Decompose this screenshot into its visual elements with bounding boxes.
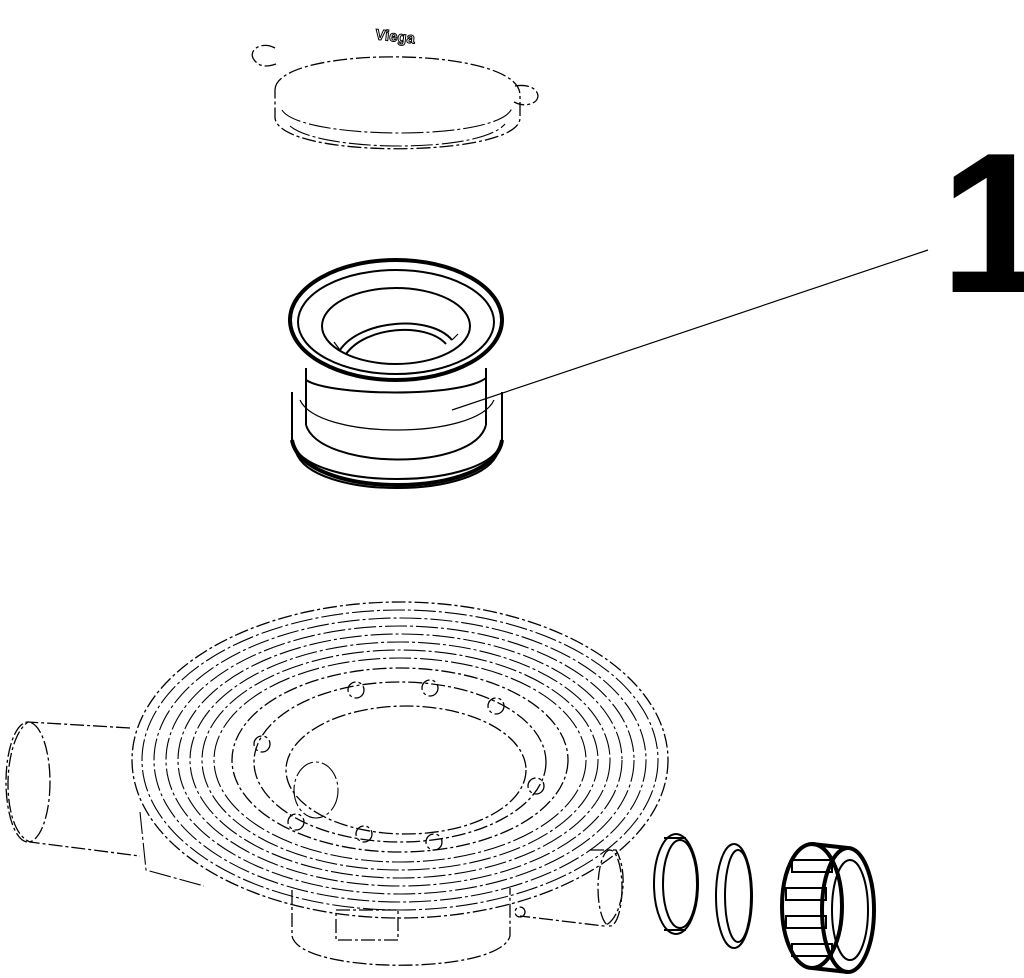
leader-line xyxy=(451,249,929,411)
drain-body xyxy=(5,601,669,966)
part-1-insert xyxy=(288,258,504,489)
union-nut xyxy=(780,842,876,974)
callout-label-1: 1 xyxy=(940,112,1024,335)
seal-ring-2 xyxy=(715,843,753,949)
seal-ring-1 xyxy=(653,833,699,935)
drain-cap: Viega xyxy=(251,26,539,150)
brand-logo: Viega xyxy=(375,26,417,47)
